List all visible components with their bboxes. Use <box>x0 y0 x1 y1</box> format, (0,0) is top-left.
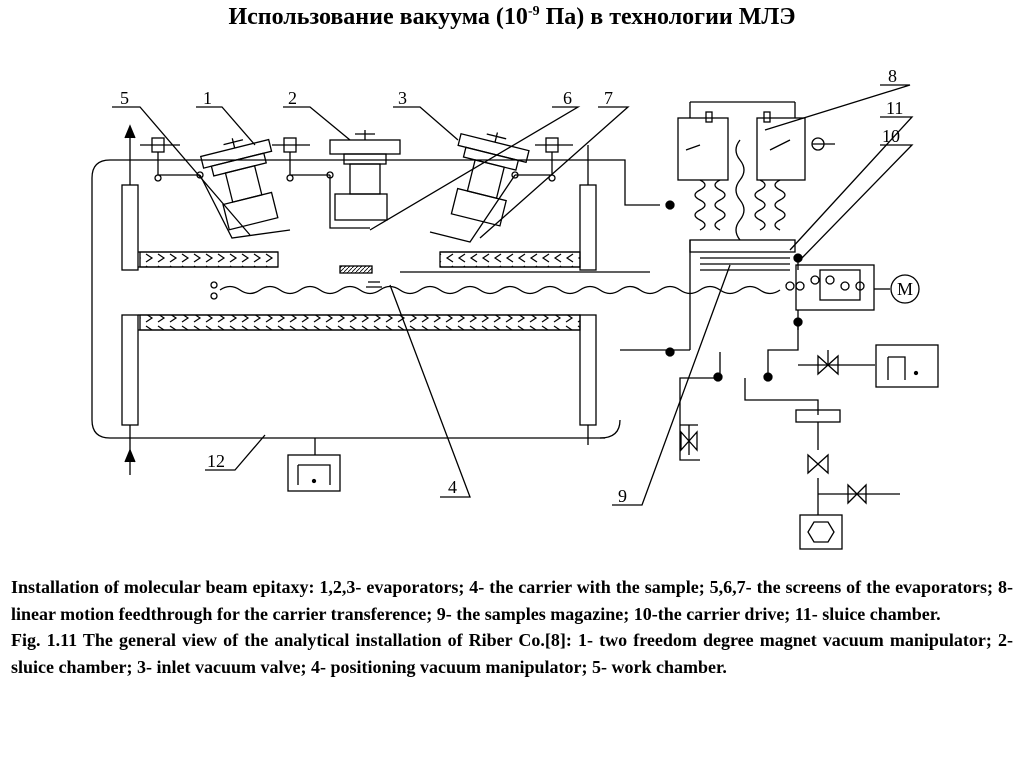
carrier-drive: M <box>785 255 920 330</box>
pumping-system <box>287 200 939 550</box>
label-1: 1 <box>203 88 212 108</box>
title-suffix: Па) в технологии МЛЭ <box>539 4 796 30</box>
leader-lines <box>112 84 914 506</box>
evaporator-1 <box>199 138 279 231</box>
motor-icon <box>890 274 920 304</box>
label-9: 9 <box>618 486 627 506</box>
title-prefix: Использование вакуума (10 <box>228 4 528 30</box>
label-5: 5 <box>120 88 129 108</box>
evaporator-3 <box>450 132 530 227</box>
label-10: 10 <box>882 126 900 146</box>
motor-label: M <box>897 279 913 299</box>
label-12: 12 <box>207 451 225 471</box>
label-11: 11 <box>886 98 903 118</box>
diagram-labels: 5 1 2 3 6 7 8 11 10 12 4 9 <box>120 66 903 506</box>
label-4: 4 <box>448 477 457 497</box>
work-chamber <box>91 124 690 475</box>
carrier-rod <box>210 265 781 300</box>
label-8: 8 <box>888 66 897 86</box>
label-3: 3 <box>398 88 407 108</box>
label-2: 2 <box>288 88 297 108</box>
linear-motion-feedthrough <box>677 101 835 350</box>
evaporator-2 <box>329 130 401 221</box>
label-6: 6 <box>563 88 572 108</box>
mbe-installation-diagram: M <box>91 66 939 550</box>
page-title: Использование вакуума (10-9 Па) в технол… <box>0 4 1024 31</box>
caption-paragraph-2: Fig. 1.11 The general view of the analyt… <box>11 630 1013 677</box>
label-7: 7 <box>604 88 613 108</box>
title-exponent: -9 <box>527 4 540 19</box>
figure-caption: Installation of molecular beam epitaxy: … <box>11 574 1013 680</box>
caption-paragraph-1: Installation of molecular beam epitaxy: … <box>11 577 1013 624</box>
